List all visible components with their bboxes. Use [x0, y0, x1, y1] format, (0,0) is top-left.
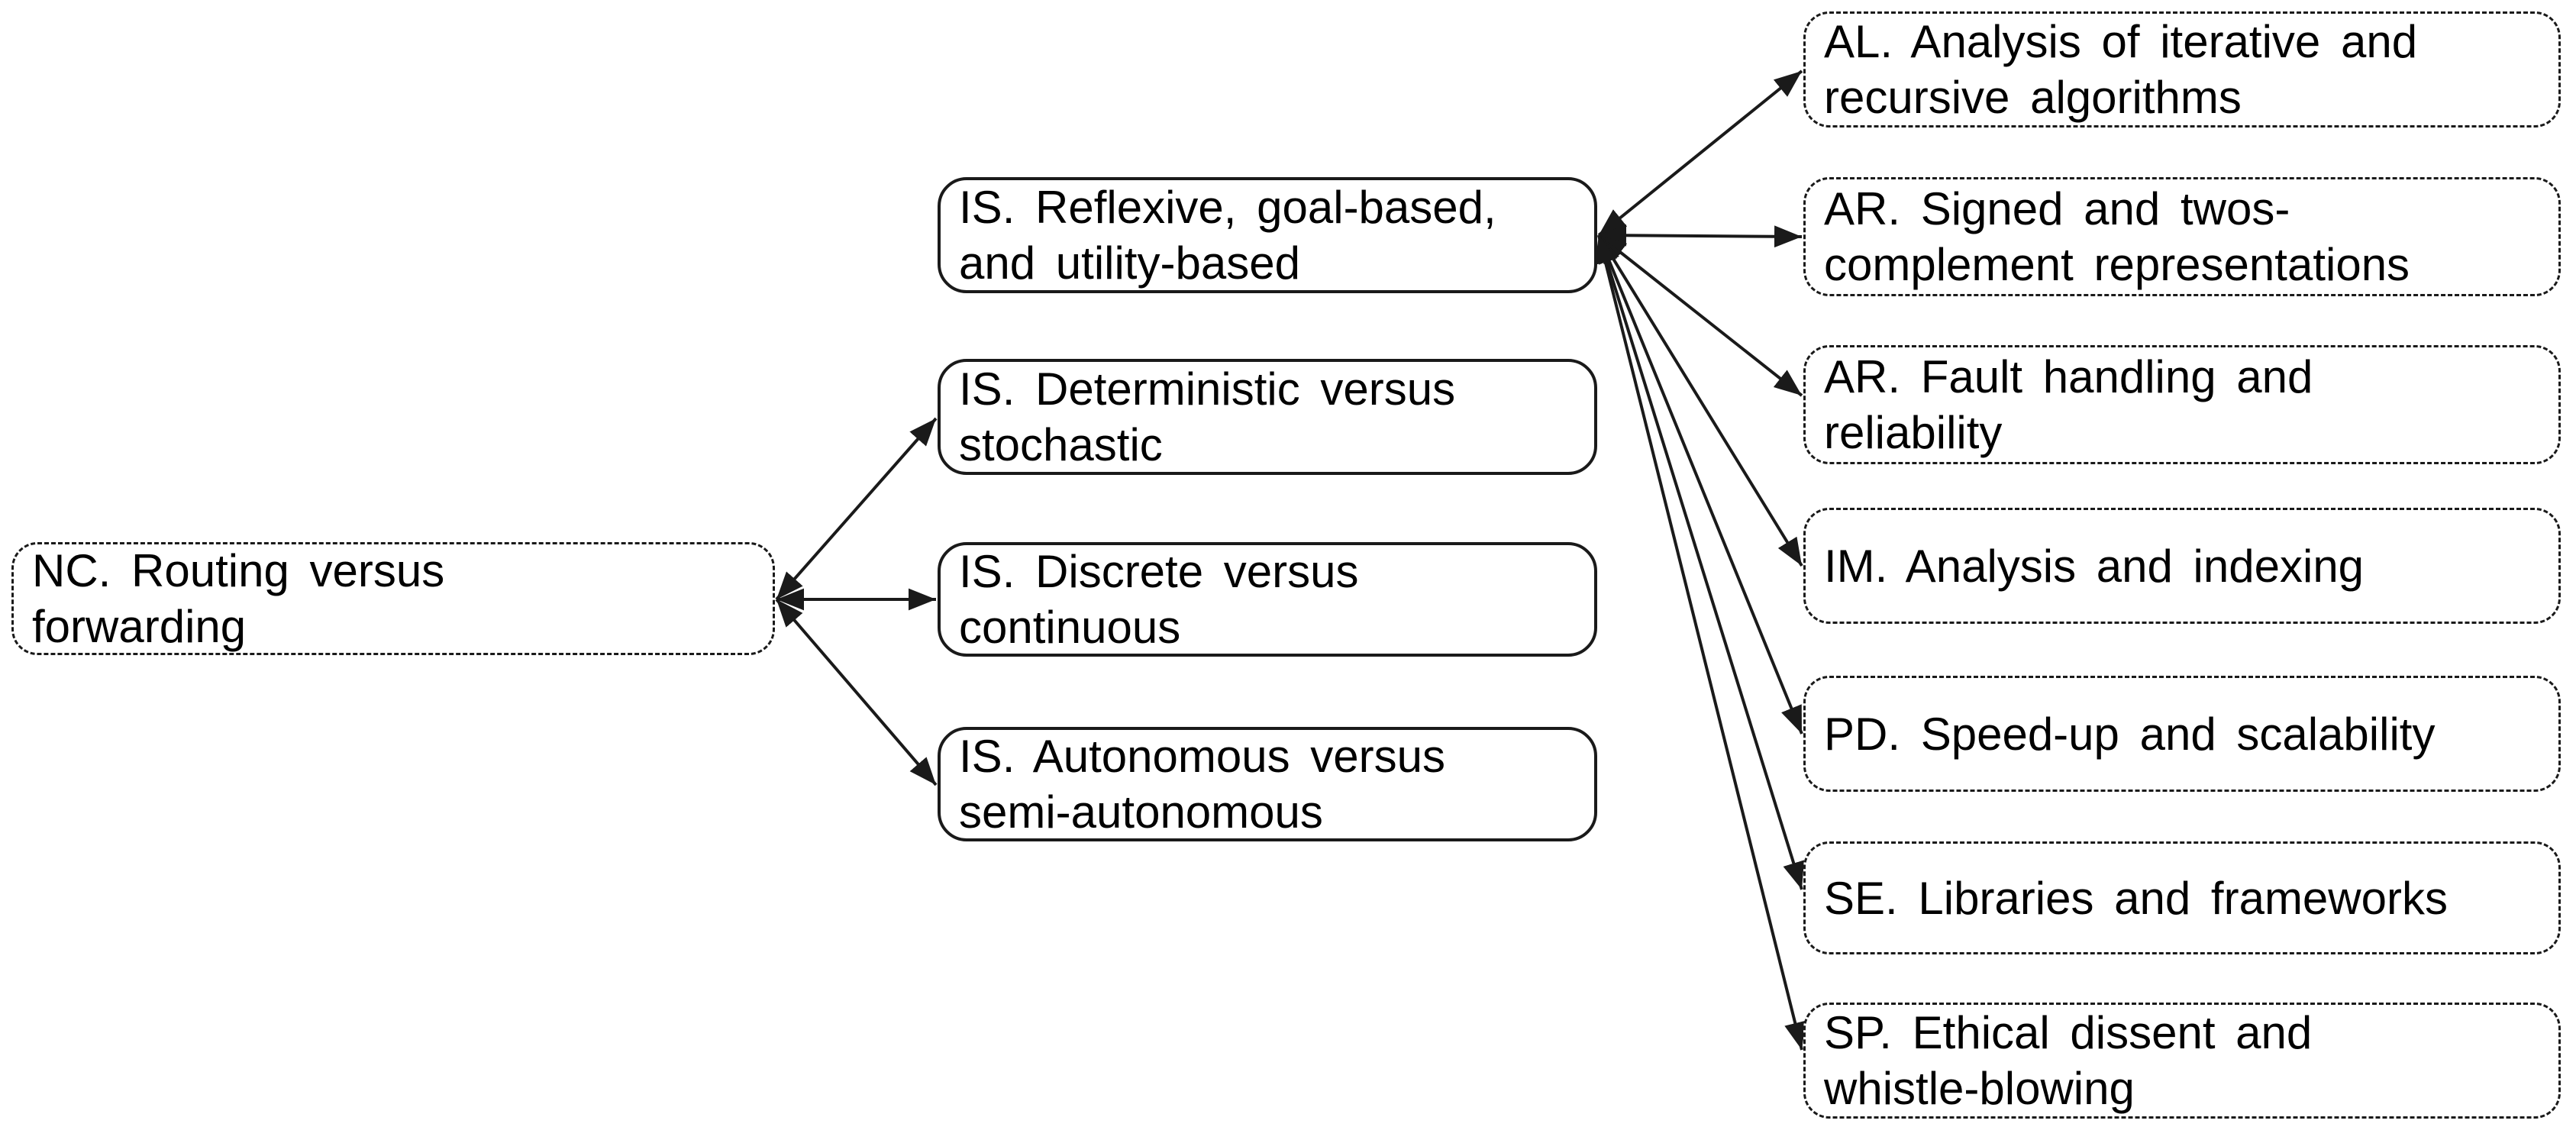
edge-is-reflexive-to-im-analysis [1597, 234, 1803, 567]
node-label: IS. Discrete versus continuous [959, 546, 1359, 653]
edge-nc-to-is-deterministic [775, 417, 938, 601]
edge-is-reflexive-to-ar-fault [1597, 234, 1803, 397]
node-label: NC. Routing versus forwarding [32, 545, 445, 652]
node-label: AL. Analysis of iterative and recursive … [1824, 16, 2418, 123]
node-label: SP. Ethical dissent and whistle-blowing [1824, 1007, 2313, 1114]
node-im-analysis-and-indexing: IM. Analysis and indexing [1803, 508, 2561, 624]
node-label: AR. Signed and twos- complement represen… [1824, 183, 2410, 290]
node-is-autonomous-versus-semi-autonomous: IS. Autonomous versus semi-autonomous [938, 727, 1597, 841]
node-sp-ethical-dissent-whistle-blowing: SP. Ethical dissent and whistle-blowing [1803, 1003, 2561, 1119]
edge-is-reflexive-to-al-iterative [1597, 69, 1803, 237]
node-label: SE. Libraries and frameworks [1824, 872, 2448, 924]
node-pd-speed-up-and-scalability: PD. Speed-up and scalability [1803, 676, 2561, 792]
node-label: IS. Autonomous versus semi-autonomous [959, 731, 1445, 838]
edge-nc-to-is-autonomous [775, 598, 938, 786]
node-se-libraries-and-frameworks: SE. Libraries and frameworks [1803, 841, 2561, 954]
node-ar-fault-handling-reliability: AR. Fault handling and reliability [1803, 345, 2561, 464]
node-is-deterministic-versus-stochastic: IS. Deterministic versus stochastic [938, 359, 1597, 475]
edge-is-reflexive-to-sp-ethical [1594, 234, 1806, 1051]
node-label: IS. Reflexive, goal-based, and utility-b… [959, 182, 1496, 289]
node-nc-routing-versus-forwarding: NC. Routing versus forwarding [11, 542, 775, 655]
node-label: PD. Speed-up and scalability [1824, 708, 2436, 760]
node-al-analysis-iterative-recursive-algorithms: AL. Analysis of iterative and recursive … [1803, 11, 2561, 128]
edge-is-reflexive-to-ar-signed [1598, 224, 1803, 248]
node-label: AR. Fault handling and reliability [1824, 351, 2313, 458]
node-is-discrete-versus-continuous: IS. Discrete versus continuous [938, 542, 1597, 657]
node-is-reflexive-goal-based-utility-based: IS. Reflexive, goal-based, and utility-b… [938, 177, 1597, 293]
node-label: IM. Analysis and indexing [1824, 540, 2365, 592]
edge-is-reflexive-to-se-libraries [1596, 234, 1805, 890]
edge-is-reflexive-to-pd-speedup [1597, 234, 1803, 735]
node-ar-signed-twos-complement-representations: AR. Signed and twos- complement represen… [1803, 177, 2561, 296]
node-label: IS. Deterministic versus stochastic [959, 363, 1456, 470]
